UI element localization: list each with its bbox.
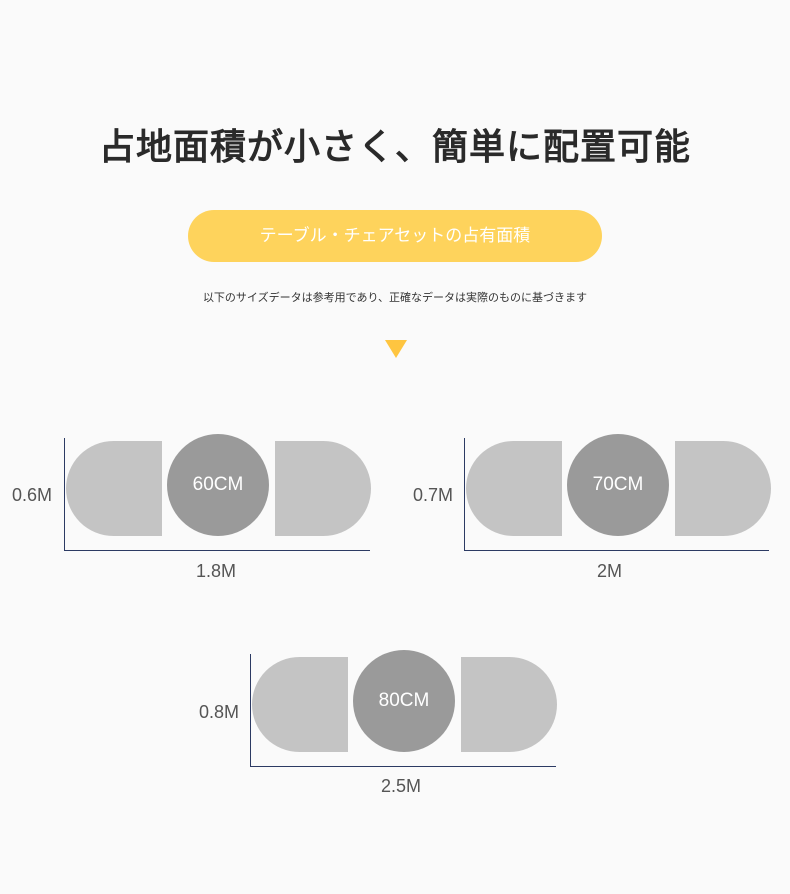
chair-right <box>675 441 771 536</box>
page-title: 占地面積が小さく、簡単に配置可能 <box>98 127 691 168</box>
round-table: 60CM <box>167 434 269 536</box>
width-axis <box>464 550 769 551</box>
chair-right <box>461 657 557 752</box>
chair-right <box>275 441 371 536</box>
disclaimer-note: 以下のサイズデータは参考用であり、正確なデータは実際のものに基づきます <box>202 291 588 304</box>
down-arrow-icon <box>385 340 407 358</box>
chair-left <box>252 657 348 752</box>
depth-axis <box>64 438 65 551</box>
width-label: 2M <box>597 561 623 581</box>
width-axis <box>64 550 370 551</box>
width-label: 2.5M <box>381 776 422 796</box>
round-table: 70CM <box>567 434 669 536</box>
depth-axis <box>250 654 251 767</box>
section-badge: テーブル・チェアセットの占有面積 <box>188 210 602 262</box>
depth-label: 0.6M <box>12 485 53 505</box>
depth-label: 0.7M <box>413 485 454 505</box>
width-label: 1.8M <box>196 561 237 581</box>
width-axis <box>250 766 556 767</box>
depth-label: 0.8M <box>199 702 240 722</box>
chair-left <box>66 441 162 536</box>
round-table: 80CM <box>353 650 455 752</box>
depth-axis <box>464 438 465 551</box>
chair-left <box>466 441 562 536</box>
